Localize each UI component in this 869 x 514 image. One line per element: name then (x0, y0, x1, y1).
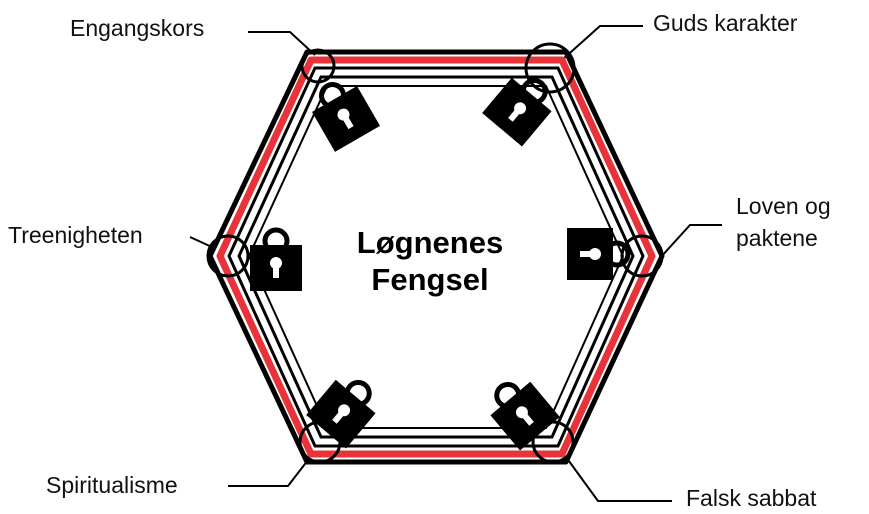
title-line-1: Løgnenes (356, 225, 504, 260)
label-falsk-sabbat: Falsk sabbat (686, 485, 817, 511)
hexagon-black-line-1 (227, 66, 645, 448)
label-guds-karakter: Guds karakter (653, 10, 798, 36)
corner-loop-left (206, 234, 250, 278)
connector-engangskors (248, 31, 316, 56)
hexagon-red-band (216, 56, 656, 458)
label-loven-og: Loven og (736, 193, 831, 219)
title-line-2: Fengsel (371, 262, 489, 297)
diagram-title: Løgnenes Fengsel (330, 224, 530, 298)
label-treenigheten: Treenigheten (8, 222, 143, 248)
corner-loop-right (620, 234, 664, 278)
label-engangskors: Engangskors (70, 15, 205, 41)
label-spiritualisme: Spiritualisme (46, 472, 178, 498)
connector-falsk-sabbat (565, 456, 672, 502)
connector-spiritualisme (228, 459, 309, 487)
corner-loop-top-left (300, 48, 336, 84)
label-paktene: paktene (736, 225, 818, 251)
connector-guds-karakter (561, 25, 643, 61)
connector-loven (659, 224, 722, 259)
corner-loop-top-right (524, 42, 576, 94)
padlock-icon (567, 228, 628, 280)
hexagon-black-line-2 (237, 75, 635, 439)
